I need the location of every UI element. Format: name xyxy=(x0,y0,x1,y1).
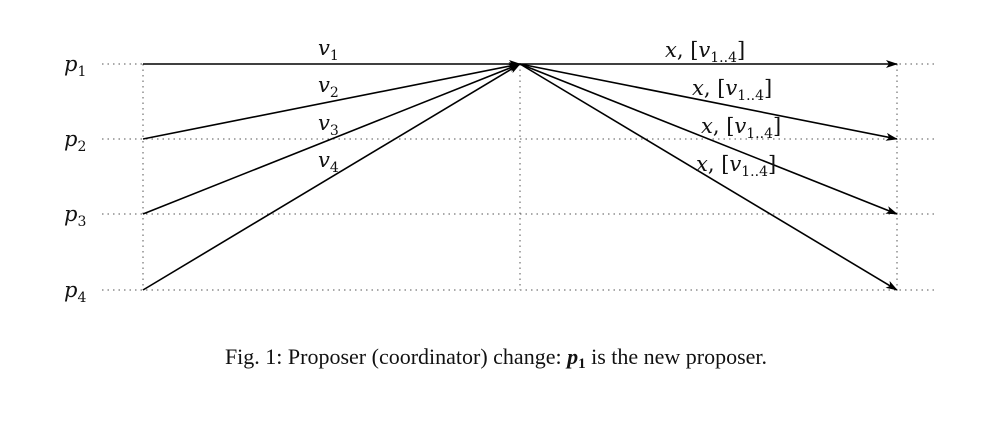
figure-caption: Fig. 1: Proposer (coordinator) change: p… xyxy=(0,344,992,373)
caption-proposer-var: p xyxy=(567,344,579,369)
msg-label-v1: v1 xyxy=(318,36,339,64)
phase2-labels: x, [v1..4] x, [v1..4] x, [v1..4] x, [v1.… xyxy=(665,38,781,180)
msg-label-v4: v4 xyxy=(318,148,339,176)
caption-prefix: Fig. 1: Proposer (coordinator) change: xyxy=(224,344,568,369)
msg-label-decision-2: x, [v1..4] xyxy=(692,76,772,104)
phase2-arrows xyxy=(519,60,898,291)
arrow-p2-to-p1 xyxy=(142,62,521,140)
caption-proposer-sub: 1 xyxy=(578,356,586,372)
arrow-p3-to-p1 xyxy=(142,63,521,215)
timeline-grid xyxy=(102,63,935,291)
msg-label-v2: v2 xyxy=(318,73,339,101)
msg-label-decision-3: x, [v1..4] xyxy=(701,114,781,142)
msg-label-decision-1: x, [v1..4] xyxy=(665,38,745,66)
process-label-p3: p3 xyxy=(64,202,86,230)
arrow-p4-to-p1 xyxy=(142,63,521,291)
phase1-labels: v1 v2 v3 v4 xyxy=(318,36,339,176)
phase1-arrows xyxy=(142,60,521,291)
caption-suffix: is the new proposer. xyxy=(585,344,768,369)
process-label-p4: p4 xyxy=(64,278,86,306)
arrow-p1-to-p4 xyxy=(519,63,898,291)
process-label-p2: p2 xyxy=(64,127,86,155)
arrow-p1-to-p2 xyxy=(519,63,898,141)
process-label-p1: p1 xyxy=(64,52,86,80)
msg-label-decision-4: x, [v1..4] xyxy=(696,152,776,180)
arrow-p1-to-p3 xyxy=(519,63,898,215)
msg-label-v3: v3 xyxy=(318,111,339,139)
process-labels: p1 p2 p3 p4 xyxy=(64,52,86,306)
